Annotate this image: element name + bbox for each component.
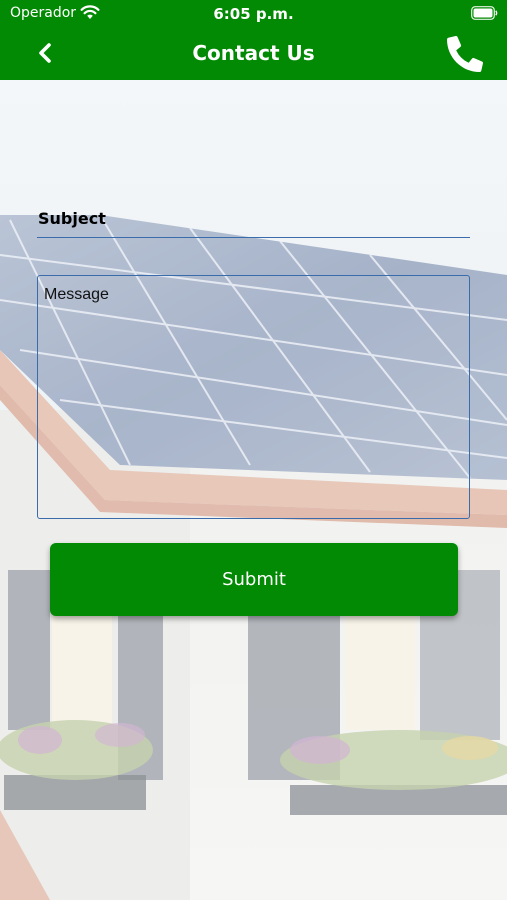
carrier-label: Operador <box>10 5 77 21</box>
clock-time: 6:05 p.m. <box>213 5 294 23</box>
wifi-icon <box>80 5 100 19</box>
battery-icon <box>471 6 498 20</box>
page-title: Contact Us <box>192 41 315 65</box>
status-bar: Operador 6:05 p.m. <box>0 0 507 27</box>
message-textarea[interactable] <box>37 275 470 519</box>
nav-bar: Contact Us <box>0 27 507 80</box>
back-chevron-icon[interactable] <box>30 37 60 69</box>
phone-icon[interactable] <box>447 36 483 72</box>
submit-button[interactable]: Submit <box>50 543 458 616</box>
subject-input[interactable] <box>37 200 470 238</box>
